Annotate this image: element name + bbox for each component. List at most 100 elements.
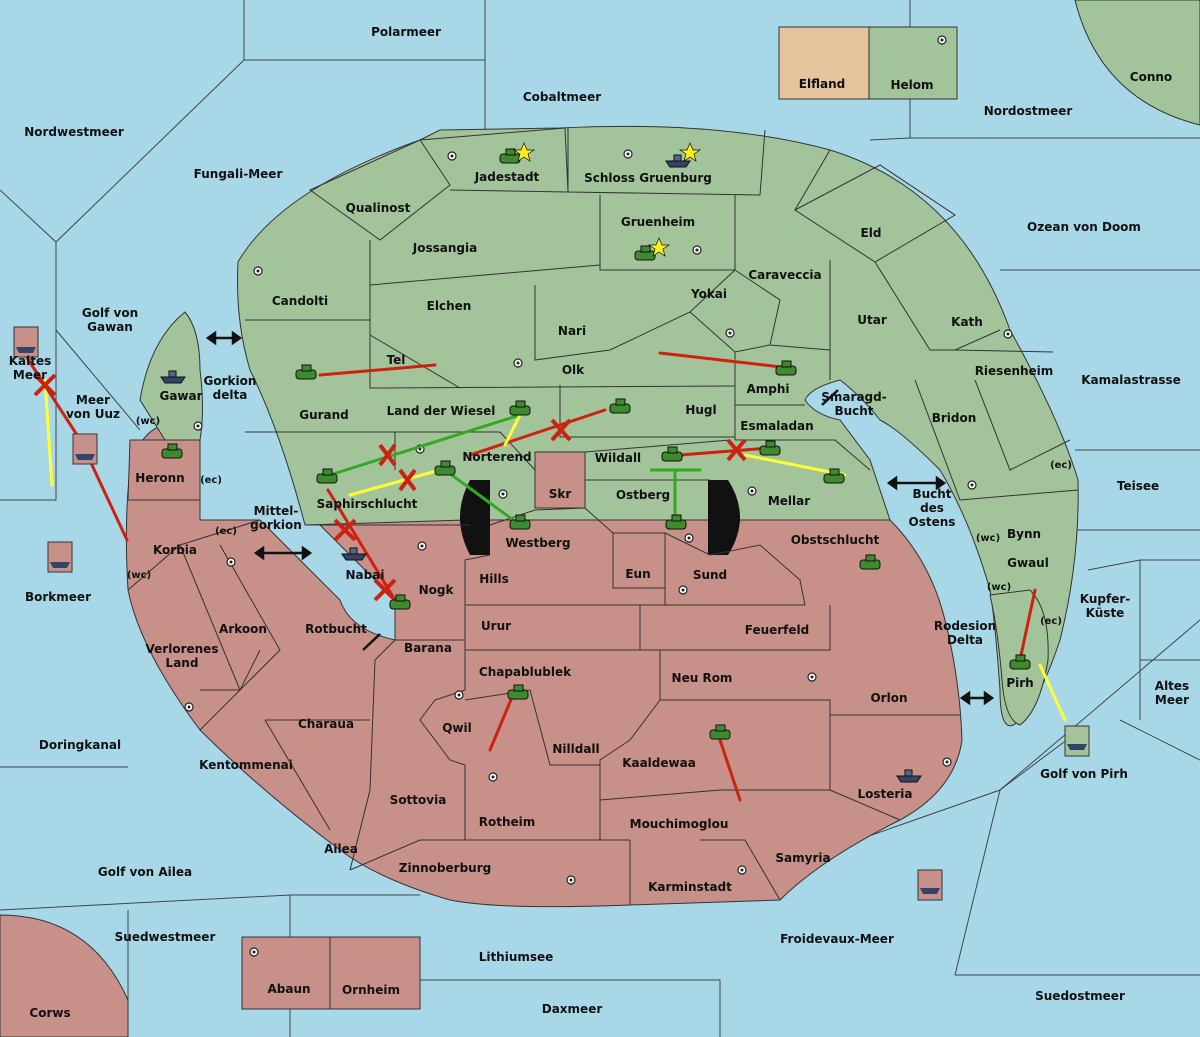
coast-tag: (ec) xyxy=(215,526,237,537)
land-label-arkoon: Arkoon xyxy=(219,622,267,636)
land-label-abaun: Abaun xyxy=(267,982,310,996)
star-icon xyxy=(678,142,702,162)
army-unit xyxy=(1009,654,1031,670)
land-label-hugl: Hugl xyxy=(685,403,716,417)
land-label-yokai: Yokai xyxy=(690,287,727,301)
land-label-obstschlucht: Obstschlucht xyxy=(791,533,880,547)
army-unit xyxy=(759,440,781,456)
region-ornheim xyxy=(329,936,421,1010)
land-borders xyxy=(127,127,1079,905)
land-label-riesenheim: Riesenheim xyxy=(975,364,1054,378)
land-label-korbia: Korbia xyxy=(153,543,197,557)
land-label-qwil: Qwil xyxy=(442,721,472,735)
region-elfland xyxy=(778,26,870,100)
sea-label-kupfer-k-ste: Kupfer-Küste xyxy=(1080,592,1130,620)
land-label-mouchimoglou: Mouchimoglou xyxy=(630,817,729,831)
sea-label-golf-von-ailea: Golf von Ailea xyxy=(98,865,192,879)
star-icon xyxy=(512,142,536,162)
army-unit xyxy=(661,446,683,462)
land-label-mellar: Mellar xyxy=(768,494,810,508)
land-label-nogk: Nogk xyxy=(419,583,455,597)
region-corws xyxy=(0,914,129,1037)
land-label-ostberg: Ostberg xyxy=(616,488,670,502)
fleet-unit xyxy=(917,869,943,901)
army-unit xyxy=(609,398,631,414)
land-label-nabai: Nabai xyxy=(346,568,385,582)
sea-label-doringkanal: Doringkanal xyxy=(39,738,121,752)
land-label-ailea: Ailea xyxy=(324,842,358,856)
land-label-pirh: Pirh xyxy=(1006,676,1033,690)
land-label-amphi: Amphi xyxy=(746,382,789,396)
sea-label-mittel-gorkion: Mittel-gorkion xyxy=(250,504,302,532)
land-label-bynn: Bynn xyxy=(1007,527,1041,541)
army-unit xyxy=(161,443,183,459)
sea-label-conno: Conno xyxy=(1130,70,1172,84)
coast-tag: (wc) xyxy=(136,416,160,427)
sea-label-borkmeer: Borkmeer xyxy=(25,590,91,604)
land-label-eun: Eun xyxy=(625,567,650,581)
sea-label-kamalastrasse: Kamalastrasse xyxy=(1081,373,1181,387)
army-unit xyxy=(823,468,845,484)
coast-tag: (wc) xyxy=(987,582,1011,593)
land-label-nari: Nari xyxy=(558,324,586,338)
land-label-charaua: Charaua xyxy=(298,717,354,731)
center-ring-right xyxy=(708,480,740,555)
land-label-sottovia: Sottovia xyxy=(390,793,447,807)
army-unit xyxy=(775,360,797,376)
star-icon xyxy=(647,237,671,257)
continent-north xyxy=(237,125,1079,727)
land-label-nilldall: Nilldall xyxy=(552,742,599,756)
land-label-kath: Kath xyxy=(951,315,983,329)
army-unit xyxy=(634,245,656,261)
sea-label-nordwestmeer: Nordwestmeer xyxy=(24,125,124,139)
land-label-chapablublek: Chapablublek xyxy=(479,665,572,679)
army-unit xyxy=(295,364,317,380)
sea-label-daxmeer: Daxmeer xyxy=(542,1002,603,1016)
land-label-norterend: Norterend xyxy=(462,450,531,464)
supply-centers xyxy=(184,35,1013,957)
land-label-gruenheim: Gruenheim xyxy=(621,215,695,229)
sea-label-nordostmeer: Nordostmeer xyxy=(984,104,1073,118)
land-label-zinnoberburg: Zinnoberburg xyxy=(399,861,491,875)
sea-label-fungali-meer: Fungali-Meer xyxy=(194,167,283,181)
sea-label-teisee: Teisee xyxy=(1117,479,1159,493)
sea-label-ozean-von-doom: Ozean von Doom xyxy=(1027,220,1141,234)
land-label-ornheim: Ornheim xyxy=(342,983,400,997)
region-labels: PolarmeerCobaltmeerNordwestmeerFungali-M… xyxy=(9,25,1189,1020)
land-label-gawar: Gawar xyxy=(159,389,202,403)
land-label-elfland: Elfland xyxy=(799,77,845,91)
fleet-unit xyxy=(896,769,922,783)
coast-tag: (wc) xyxy=(127,570,151,581)
land-label-losteria: Losteria xyxy=(857,787,912,801)
army-unit xyxy=(316,468,338,484)
sea-label-suedwestmeer: Suedwestmeer xyxy=(115,930,216,944)
land-label-land-der-wiesel: Land der Wiesel xyxy=(387,404,496,418)
land-label-samyria: Samyria xyxy=(775,851,830,865)
sea-label-polarmeer: Polarmeer xyxy=(371,25,441,39)
land-label-jadestadt: Jadestadt xyxy=(474,170,540,184)
fleet-unit xyxy=(72,433,98,465)
land-label-kaaldewaa: Kaaldewaa xyxy=(622,756,696,770)
coast-tag: (ec) xyxy=(1040,616,1062,627)
region-conno xyxy=(1074,0,1200,126)
coast-tag: (ec) xyxy=(1050,460,1072,471)
land-label-candolti: Candolti xyxy=(272,294,328,308)
land-label-qualinost: Qualinost xyxy=(346,201,411,215)
land-label-elchen: Elchen xyxy=(427,299,472,313)
canal-arrows xyxy=(205,330,995,706)
land-label-olk: Olk xyxy=(562,363,585,377)
army-unit xyxy=(859,554,881,570)
sea-label-froidevaux-meer: Froidevaux-Meer xyxy=(780,932,894,946)
land-label-caraveccia: Caraveccia xyxy=(748,268,821,282)
sea-label-golf-von-pirh: Golf von Pirh xyxy=(1040,767,1128,781)
fleet-unit xyxy=(47,541,73,573)
